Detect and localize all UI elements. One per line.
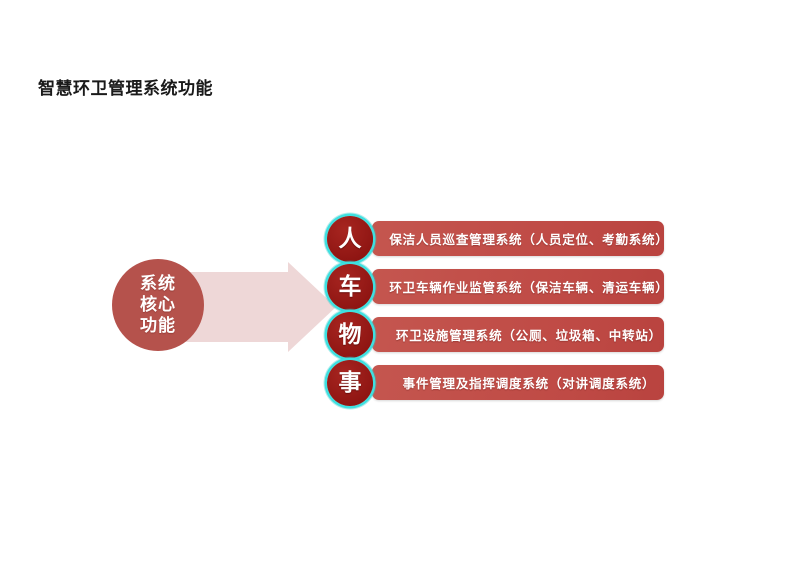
category-badge-char-facility: 物 bbox=[338, 321, 362, 348]
flow-arrow bbox=[168, 262, 336, 352]
function-row-vehicle: 环卫车辆作业监管系统（保洁车辆、清运车辆） 车 bbox=[327, 264, 668, 310]
core-line-3: 功能 bbox=[140, 315, 176, 336]
function-bar-vehicle[interactable]: 环卫车辆作业监管系统（保洁车辆、清运车辆） bbox=[372, 269, 668, 304]
function-row-event: 事件管理及指挥调度系统（对讲调度系统） 事 bbox=[327, 360, 665, 406]
function-bar-label-people: 保洁人员巡查管理系统（人员定位、考勤系统） bbox=[389, 232, 669, 247]
category-badge-people[interactable]: 人 bbox=[327, 216, 373, 262]
function-bar-facility[interactable]: 环卫设施管理系统（公厕、垃圾箱、中转站） bbox=[372, 317, 664, 352]
arrow-shape bbox=[168, 262, 336, 352]
function-bar-event[interactable]: 事件管理及指挥调度系统（对讲调度系统） bbox=[372, 365, 664, 400]
category-badge-facility[interactable]: 物 bbox=[327, 312, 373, 358]
function-row-people: 保洁人员巡查管理系统（人员定位、考勤系统） 人 bbox=[327, 216, 668, 262]
category-badge-vehicle[interactable]: 车 bbox=[327, 264, 373, 310]
category-badge-char-people: 人 bbox=[338, 225, 362, 252]
function-bar-label-vehicle: 环卫车辆作业监管系统（保洁车辆、清运车辆） bbox=[389, 280, 669, 295]
category-badge-event[interactable]: 事 bbox=[327, 360, 373, 406]
category-badge-char-vehicle: 车 bbox=[338, 273, 362, 300]
function-bar-label-event: 事件管理及指挥调度系统（对讲调度系统） bbox=[402, 376, 656, 391]
function-bar-label-facility: 环卫设施管理系统（公厕、垃圾箱、中转站） bbox=[395, 328, 662, 343]
core-line-2: 核心 bbox=[140, 294, 176, 315]
core-line-1: 系统 bbox=[140, 273, 176, 294]
category-badge-char-event: 事 bbox=[338, 369, 362, 396]
function-bar-people[interactable]: 保洁人员巡查管理系统（人员定位、考勤系统） bbox=[372, 221, 668, 256]
core-function-circle[interactable]: 系统 核心 功能 bbox=[112, 259, 204, 351]
page-title: 智慧环卫管理系统功能 bbox=[38, 79, 213, 99]
function-row-facility: 环卫设施管理系统（公厕、垃圾箱、中转站） 物 bbox=[327, 312, 665, 358]
